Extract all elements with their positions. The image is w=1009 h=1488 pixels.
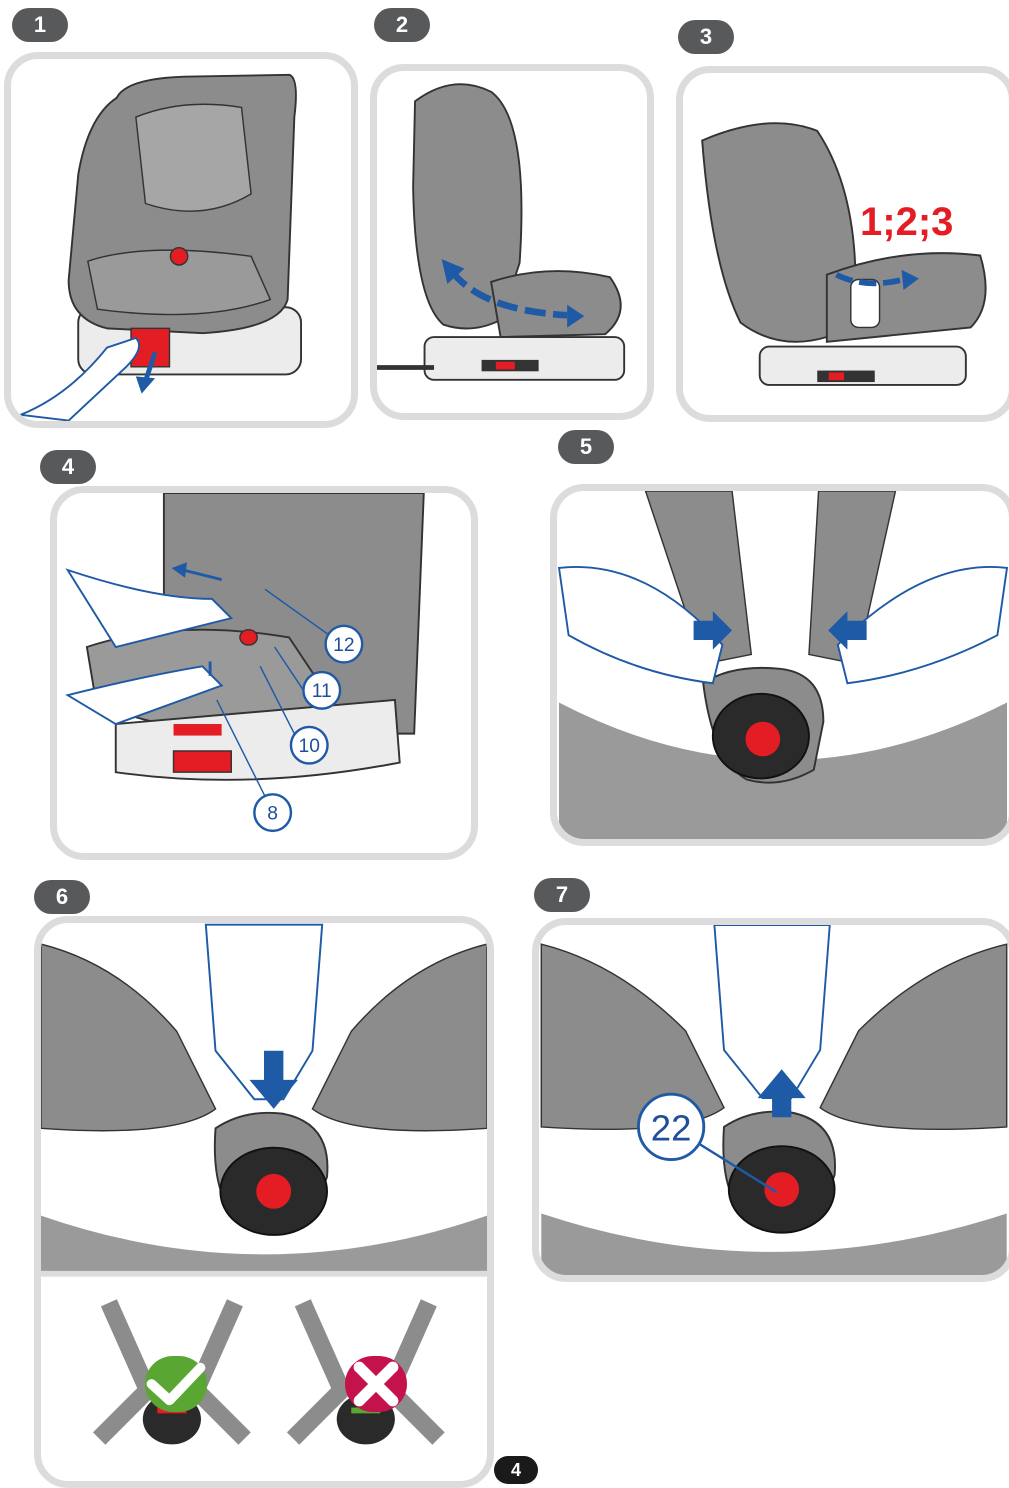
step-badge-5: 5 bbox=[558, 430, 614, 464]
step-badge-2: 2 bbox=[374, 8, 430, 42]
step6-panel bbox=[34, 916, 494, 1488]
step4-panel: 12 11 10 8 bbox=[50, 486, 478, 860]
callout-8: 8 bbox=[267, 803, 278, 824]
buckle-insert-illustration bbox=[557, 491, 1009, 839]
callout-12: 12 bbox=[333, 635, 354, 656]
recline-positions-label: 1;2;3 bbox=[860, 200, 953, 245]
callout-11: 11 bbox=[312, 681, 332, 702]
step5-panel bbox=[550, 484, 1009, 846]
seat-recline-illustration bbox=[683, 73, 1009, 415]
step-badge-3: 3 bbox=[678, 20, 734, 54]
callout-22: 22 bbox=[651, 1107, 692, 1148]
step-badge-4: 4 bbox=[40, 450, 96, 484]
step7-panel: 22 bbox=[532, 918, 1009, 1282]
step-badge-1: 1 bbox=[12, 8, 68, 42]
check-icon bbox=[145, 1356, 207, 1412]
step-badge-7: 7 bbox=[534, 878, 590, 912]
callout-10: 10 bbox=[299, 736, 320, 757]
harness-parts-illustration: 12 11 10 8 bbox=[57, 493, 471, 853]
seat-side-illustration bbox=[377, 71, 647, 413]
page-number: 4 bbox=[494, 1456, 538, 1484]
step2-panel bbox=[370, 64, 654, 420]
step1-panel bbox=[4, 52, 358, 428]
step3-panel bbox=[676, 66, 1009, 422]
step-badge-6: 6 bbox=[34, 880, 90, 914]
buckle-check-illustration: 22 bbox=[539, 925, 1009, 1275]
cross-icon bbox=[345, 1356, 407, 1412]
seat-front-illustration bbox=[11, 59, 351, 421]
buckle-lock-illustration bbox=[41, 923, 487, 1481]
